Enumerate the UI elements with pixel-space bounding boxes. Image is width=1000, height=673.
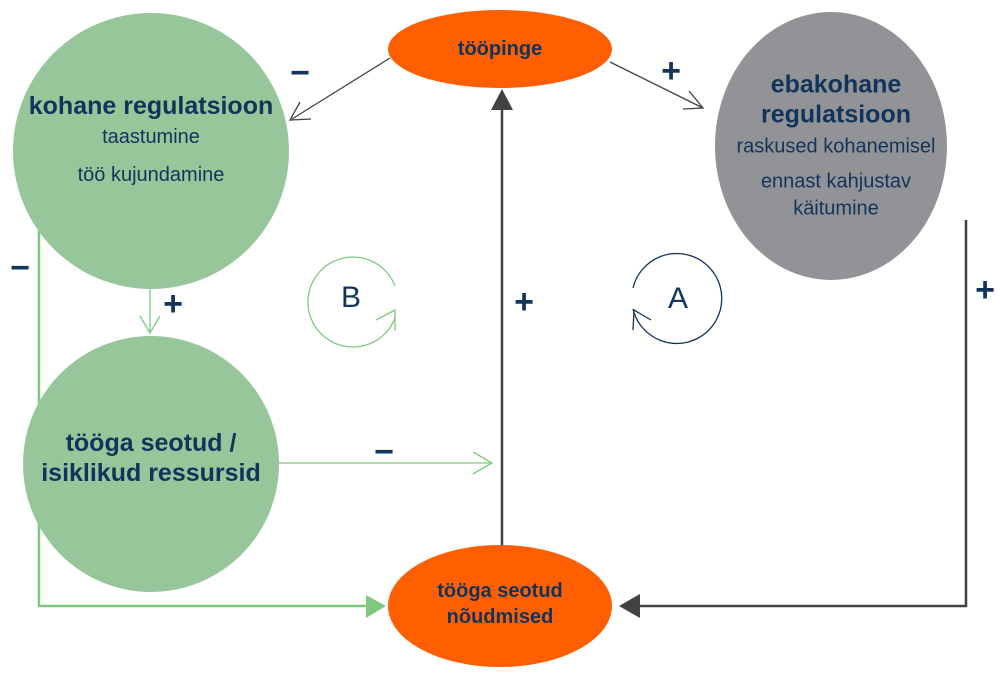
node-adaptive-regulation (13, 13, 289, 289)
loop-b-label: B (340, 281, 362, 314)
arrowhead-resources-to-strain (472, 451, 494, 475)
node-work-strain (388, 10, 612, 88)
adaptive-title: kohane regulatsioon (28, 92, 274, 120)
edge-strain-to-adaptive (291, 57, 391, 120)
sign-plus: + (514, 283, 534, 321)
loop-a-label: A (667, 282, 689, 315)
loop-a-icon (632, 252, 723, 345)
work-strain-label: tööpinge (457, 38, 543, 60)
sign-minus: − (290, 54, 310, 92)
sign-plus: + (661, 52, 681, 90)
adaptive-item: taastumine (102, 126, 200, 148)
arrowhead-strain-to-adaptive (288, 101, 312, 121)
sign-minus: − (10, 249, 30, 287)
edge-maladaptive-to-demands (640, 220, 968, 608)
node-maladaptive-regulation (715, 12, 947, 280)
sign-plus: + (975, 271, 995, 309)
sign-minus: − (374, 433, 394, 471)
arrowhead-strain-to-maladaptive (682, 90, 705, 110)
connectors (37, 57, 968, 618)
edge-adaptive-to-demands (37, 228, 368, 608)
maladaptive-item: ennast kahjustav käitumine (760, 170, 912, 220)
arrowhead-maladaptive-to-demands (619, 594, 640, 618)
adaptive-item: töö kujundamine (77, 164, 225, 186)
maladaptive-title: ebakohane regulatsioon (760, 70, 911, 129)
maladaptive-regulation-label: ebakohane regulatsioon raskused kohanemi… (721, 70, 951, 223)
edge-strain-to-maladaptive (609, 61, 704, 109)
adaptive-regulation-label: kohane regulatsioon taastumine töö kujun… (26, 91, 276, 189)
arrowhead-adaptive-to-demands (366, 595, 386, 618)
arrowhead-demands-to-strain (491, 89, 513, 110)
node-resources (23, 336, 279, 592)
resources-label: tööga seotud / isiklikud ressursid (41, 429, 261, 487)
arrowhead-adaptive-to-resources (139, 315, 161, 335)
job-demands-label: tööga seotud nõudmised (437, 580, 563, 628)
loop-b-icon (307, 256, 396, 348)
node-job-demands (388, 545, 612, 667)
maladaptive-item: raskused kohanemisel (736, 135, 936, 158)
sign-plus: + (163, 285, 183, 323)
